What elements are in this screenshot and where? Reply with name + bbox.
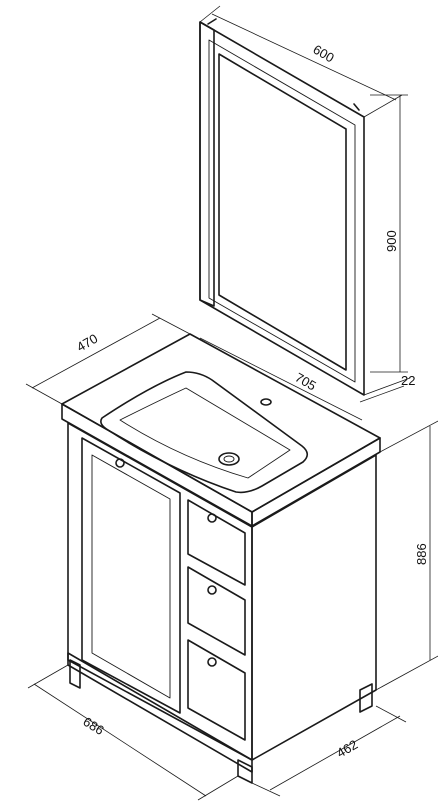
basin-drain <box>218 452 240 466</box>
faucet-hole <box>260 398 272 406</box>
dim-label-470: 470 <box>74 331 100 355</box>
mirror-hanger-right <box>353 103 360 111</box>
mirror-hanger-left <box>207 18 217 25</box>
dim-label-886: 886 <box>414 543 429 565</box>
drawer-top-knob <box>207 513 217 523</box>
dimension-lines <box>25 5 438 801</box>
mirror-glass <box>218 53 347 371</box>
drawer-bottom-knob <box>207 657 217 667</box>
mirror <box>199 18 365 396</box>
mirror-frame-outer <box>199 21 365 396</box>
mirror-frame-side <box>199 21 215 307</box>
dim-label-705: 705 <box>293 370 319 394</box>
basin-inner <box>119 387 291 479</box>
drawer-bottom <box>187 639 246 741</box>
cabinet <box>61 333 381 784</box>
dim-label-900: 900 <box>384 230 399 252</box>
basin-bowl <box>100 371 309 494</box>
dim-label-462: 462 <box>334 737 360 761</box>
countertop-surface <box>61 333 381 513</box>
cabinet-door <box>81 437 181 714</box>
dim-label-686: 686 <box>80 714 106 738</box>
basin-drain-inner <box>223 455 235 463</box>
mirror-frame-inner <box>208 39 356 383</box>
drawer-top <box>187 499 246 586</box>
countertop-front-edge <box>61 403 253 527</box>
front-left-leg <box>69 659 81 689</box>
door-knob <box>115 458 125 468</box>
drawer-middle-knob <box>207 585 217 595</box>
dim-label-22: 22 <box>401 373 415 388</box>
back-right-leg <box>359 683 373 713</box>
cabinet-plinth <box>67 652 253 773</box>
drawer-middle <box>187 566 246 656</box>
door-panel <box>91 454 171 699</box>
countertop-side-edge <box>251 437 381 527</box>
